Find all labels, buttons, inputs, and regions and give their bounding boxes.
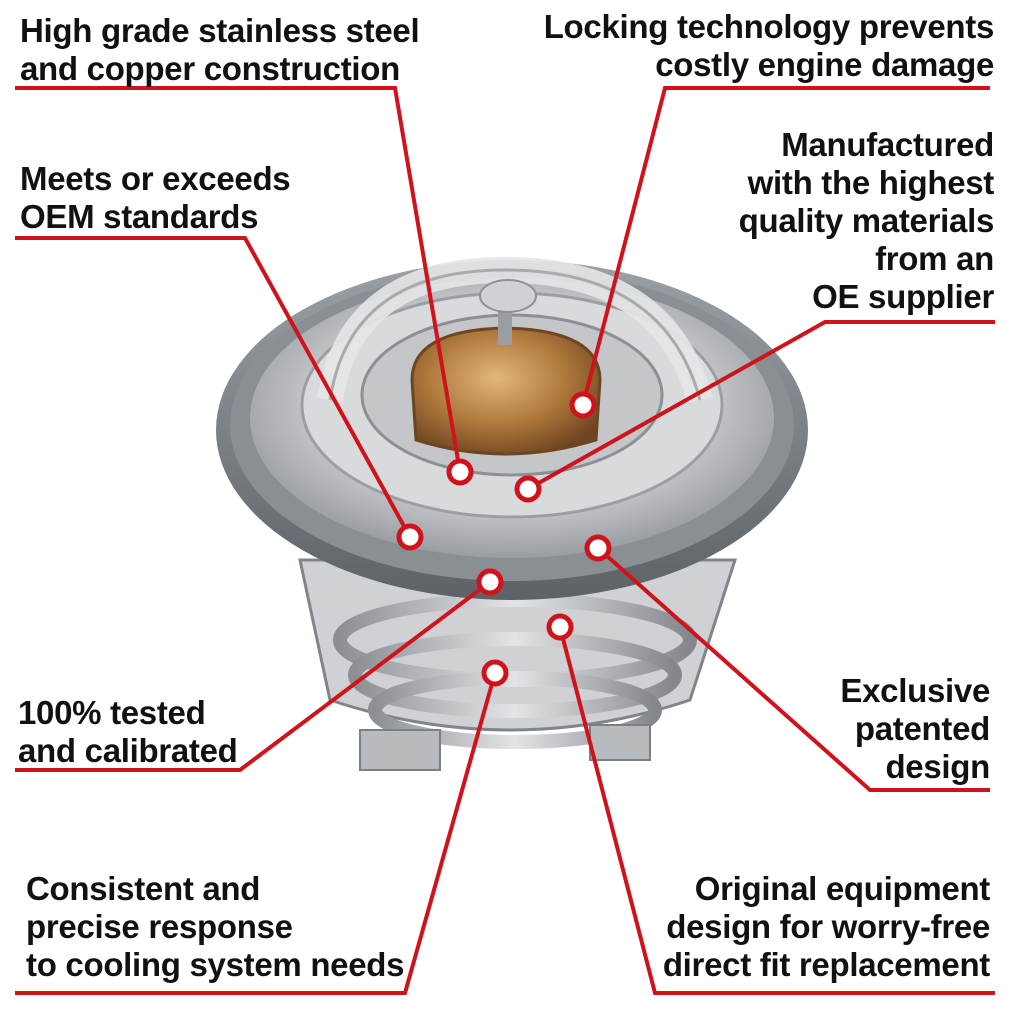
callout-manufactured: Manufactured with the highest quality ma… bbox=[738, 126, 995, 315]
callout-dot-manufactured bbox=[514, 475, 542, 503]
leader-line-oem bbox=[15, 236, 412, 538]
top-bridge bbox=[317, 256, 713, 404]
copper-pellet bbox=[410, 300, 602, 456]
leader-line-consistent bbox=[15, 672, 497, 995]
callout-locking: Locking technology prevents costly engin… bbox=[543, 8, 995, 83]
callout-dot-exclusive bbox=[584, 534, 612, 562]
callout-consistent: Consistent and precise response to cooli… bbox=[26, 870, 405, 983]
callout-dots bbox=[396, 391, 612, 687]
callout-dot-consistent bbox=[481, 659, 509, 687]
callout-oem: Meets or exceeds OEM standards bbox=[20, 160, 291, 235]
callout-dot-stainless bbox=[446, 458, 474, 486]
callout-dot-oem bbox=[396, 523, 424, 551]
callout-dot-original bbox=[546, 613, 574, 641]
leader-line-stainless bbox=[15, 86, 462, 473]
leader-line-exclusive bbox=[596, 546, 990, 792]
callout-exclusive: Exclusive patented design bbox=[840, 672, 990, 785]
leader-line-original bbox=[558, 626, 995, 995]
callout-stainless: High grade stainless steel and copper co… bbox=[20, 12, 420, 87]
leader-line-tested bbox=[15, 580, 492, 772]
callout-tested: 100% tested and calibrated bbox=[18, 694, 238, 769]
spring-cage bbox=[298, 558, 738, 771]
callout-dot-tested bbox=[476, 568, 504, 596]
leader-line-locking bbox=[581, 86, 990, 406]
leader-lines bbox=[15, 86, 995, 995]
leader-line-manufactured bbox=[527, 320, 995, 491]
callout-original: Original equipment design for worry-free… bbox=[662, 870, 990, 983]
callout-dot-locking bbox=[569, 391, 597, 419]
